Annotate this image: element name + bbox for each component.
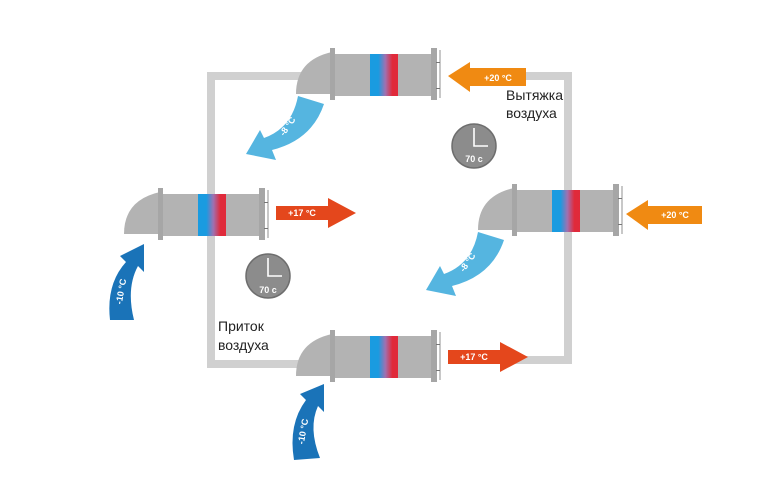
temp-label: +17 °C xyxy=(460,352,488,362)
arrow-incoming-right: +20 °C xyxy=(626,200,702,230)
arrow-outgoing-bottom: +17 °C xyxy=(448,342,528,372)
clock-icon: 70 c xyxy=(451,123,497,169)
ventilation-unit-top xyxy=(296,48,441,100)
clock-icon: 70 c xyxy=(245,253,291,299)
arrow-incoming-top: +20 °C xyxy=(448,62,526,92)
temp-label: +20 °C xyxy=(661,210,689,220)
temp-label: -10 °C xyxy=(296,418,310,445)
ventilation-unit-left xyxy=(124,188,269,240)
arrow-incoming-left: -10 °C xyxy=(109,244,144,320)
exhaust-label-line2: воздуха xyxy=(506,105,557,121)
ventilation-unit-right xyxy=(478,184,623,236)
arrow-outgoing-right: -8 °C xyxy=(426,232,504,296)
temp-label: +17 °C xyxy=(288,208,316,218)
arrow-incoming-bottom: -10 °C xyxy=(292,384,324,460)
timer-label: 70 c xyxy=(259,285,277,295)
ventilation-unit-bottom xyxy=(296,330,441,382)
temp-label: +20 °C xyxy=(484,73,512,83)
arrow-outgoing-top: -8 °C xyxy=(246,96,324,160)
supply-label-line2: воздуха xyxy=(218,337,269,353)
supply-label-line1: Приток xyxy=(218,318,265,334)
arrow-outgoing-left: +17 °C xyxy=(276,198,356,228)
timer-label: 70 c xyxy=(465,154,483,164)
temp-label: -10 °C xyxy=(114,278,128,305)
exhaust-label-line1: Вытяжка xyxy=(506,87,563,103)
